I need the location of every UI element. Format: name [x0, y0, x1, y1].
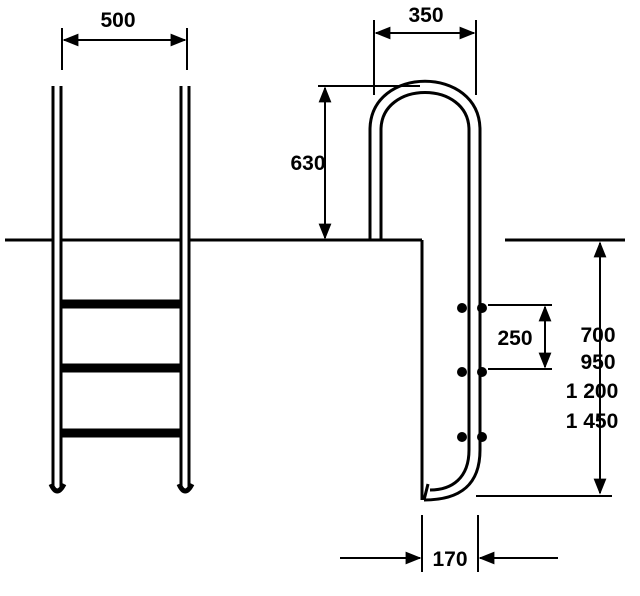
side-view-ladder: 350 630 250 700 950 1 200 1 450 170	[290, 4, 625, 572]
side-handrail-foot	[422, 483, 430, 501]
step-spacing-label: 250	[497, 327, 532, 350]
front-view-ladder: 500	[5, 9, 330, 494]
front-right-rail	[176, 86, 195, 494]
side-handrail-outer	[368, 79, 482, 502]
depth-option-1: 700	[580, 324, 615, 347]
side-step-bracket-3	[457, 432, 487, 442]
ladder-width-label: 500	[100, 9, 135, 32]
side-step-bracket-2	[457, 367, 487, 377]
handrail-height-label: 630	[290, 152, 325, 175]
side-step-bracket-1	[457, 303, 487, 313]
front-left-rail	[48, 86, 67, 494]
side-handrail-inner	[379, 91, 471, 492]
depth-option-4: 1 450	[566, 410, 619, 433]
depth-option-2: 950	[580, 351, 615, 374]
depth-width-label: 350	[408, 4, 443, 27]
base-offset-label: 170	[432, 548, 467, 571]
depth-option-3: 1 200	[566, 380, 619, 403]
